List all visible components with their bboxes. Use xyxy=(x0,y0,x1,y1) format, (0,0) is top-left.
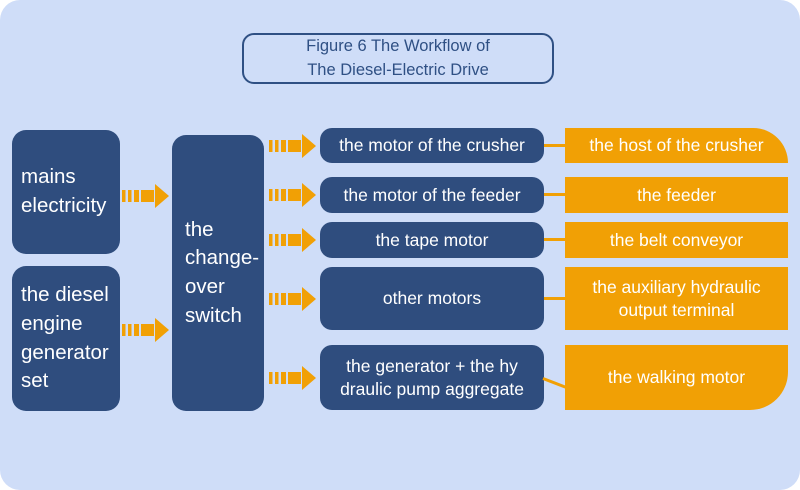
node-other-motors: other motors xyxy=(320,267,544,330)
node-motor-of-crusher: the motor of the crusher xyxy=(320,128,544,163)
flow-arrow-icon xyxy=(269,366,316,390)
node-feeder: the feeder xyxy=(565,177,788,213)
node-auxiliary-hydraulic-output-terminal: the auxiliary hydraulic output terminal xyxy=(565,267,788,330)
node-generator-hydraulic-pump: the generator + the hy draulic pump aggr… xyxy=(320,345,544,410)
figure-title: Figure 6 The Workflow of The Diesel-Elec… xyxy=(242,33,554,84)
node-belt-conveyor: the belt conveyor xyxy=(565,222,788,258)
node-mains-electricity: mains electricity xyxy=(12,130,120,254)
flow-arrow-icon xyxy=(122,318,169,342)
connector-line xyxy=(544,297,565,300)
node-change-over-switch: the change- over switch xyxy=(172,135,264,411)
node-motor-of-feeder: the motor of the feeder xyxy=(320,177,544,213)
connector-line xyxy=(544,238,565,241)
node-diesel-engine-generator-set: the diesel engine generator set xyxy=(12,266,120,411)
flow-arrow-icon xyxy=(269,134,316,158)
connector-line xyxy=(544,144,565,147)
flow-arrow-icon xyxy=(269,228,316,252)
flow-arrow-icon xyxy=(269,183,316,207)
node-walking-motor: the walking motor xyxy=(565,345,788,410)
connector-line xyxy=(542,377,566,389)
flow-arrow-icon xyxy=(269,287,316,311)
connector-line xyxy=(544,193,565,196)
node-tape-motor: the tape motor xyxy=(320,222,544,258)
flow-arrow-icon xyxy=(122,184,169,208)
node-host-of-crusher: the host of the crusher xyxy=(565,128,788,163)
